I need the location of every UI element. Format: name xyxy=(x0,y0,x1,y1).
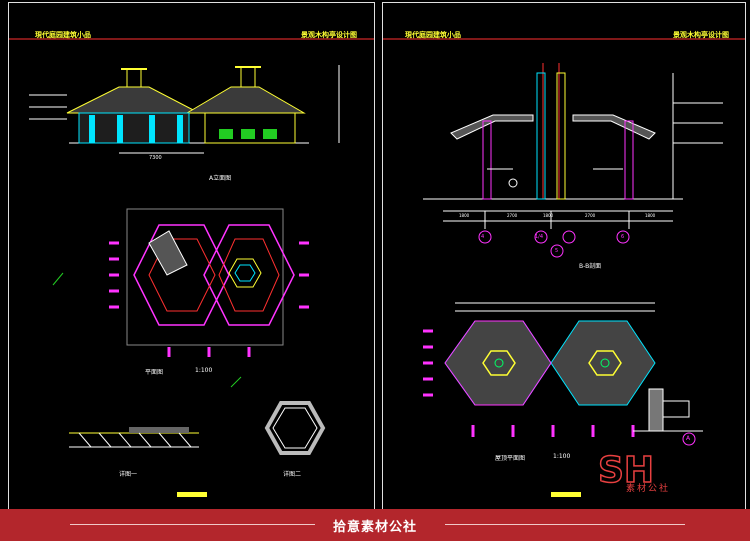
watermark-text: 素材公社 xyxy=(626,484,671,494)
grid-axis-markers xyxy=(478,230,630,258)
left-header-drawing-name: 景观木构亭设计图 xyxy=(301,31,357,39)
dim-label-5: 1800 xyxy=(645,213,656,218)
footer-left-rule xyxy=(70,524,315,525)
dim-label-4: 2700 xyxy=(585,213,596,218)
pavilion-elevation xyxy=(29,65,340,154)
detail-hexagon-2 xyxy=(264,401,326,455)
right-sheet-drawing xyxy=(383,38,745,497)
detail1-caption: 详图一 xyxy=(119,471,138,478)
axis-label-1-4: 1/4 xyxy=(535,234,544,240)
roof-plan-scale: 1:100 xyxy=(553,453,571,460)
axis-label-5: 5 xyxy=(555,248,559,254)
right-drawing-sheet: 現代庭园建筑小品 景观木构亭设计图 xyxy=(382,2,746,511)
detail2-caption: 详图二 xyxy=(283,471,302,478)
elevation-width-dimension: 7300 xyxy=(149,155,162,161)
dim-label-2: 2700 xyxy=(507,213,518,218)
left-header-title: 現代庭园建筑小品 xyxy=(35,31,91,39)
sh-logo-watermark: SH xyxy=(597,449,655,492)
axis-label-4: 4 xyxy=(481,234,485,240)
axis-label-6: 6 xyxy=(621,234,625,240)
dim-label-1: 1800 xyxy=(459,213,470,218)
elevation-caption: A立面图 xyxy=(209,175,232,182)
left-sheet-drawing xyxy=(9,38,374,497)
roof-plan-caption: 屋顶平面图 xyxy=(495,455,526,462)
plan-caption: 平面图 xyxy=(145,369,164,376)
pavilion-section xyxy=(423,63,723,229)
plan-scale: 1:100 xyxy=(195,367,213,374)
pavilion-plan xyxy=(52,208,309,388)
footer-banner: 拾意素材公社 xyxy=(0,509,750,541)
right-header-drawing-name: 景观木构亭设计图 xyxy=(673,31,729,39)
section-caption: B-B剖面 xyxy=(579,263,602,270)
right-header-title: 現代庭园建筑小品 xyxy=(405,31,461,39)
detail-a-section xyxy=(633,388,703,446)
dim-label-3: 1800 xyxy=(543,213,554,218)
roof-plan xyxy=(423,302,656,437)
detail-a-marker: A xyxy=(686,435,691,442)
detail-section-1 xyxy=(69,427,199,448)
left-drawing-sheet: 現代庭园建筑小品 景观木构亭设计图 xyxy=(8,2,375,511)
sh-logo-glyphs: SH xyxy=(598,450,654,491)
footer-text: 拾意素材公社 xyxy=(332,520,417,535)
footer-right-rule xyxy=(445,524,685,525)
